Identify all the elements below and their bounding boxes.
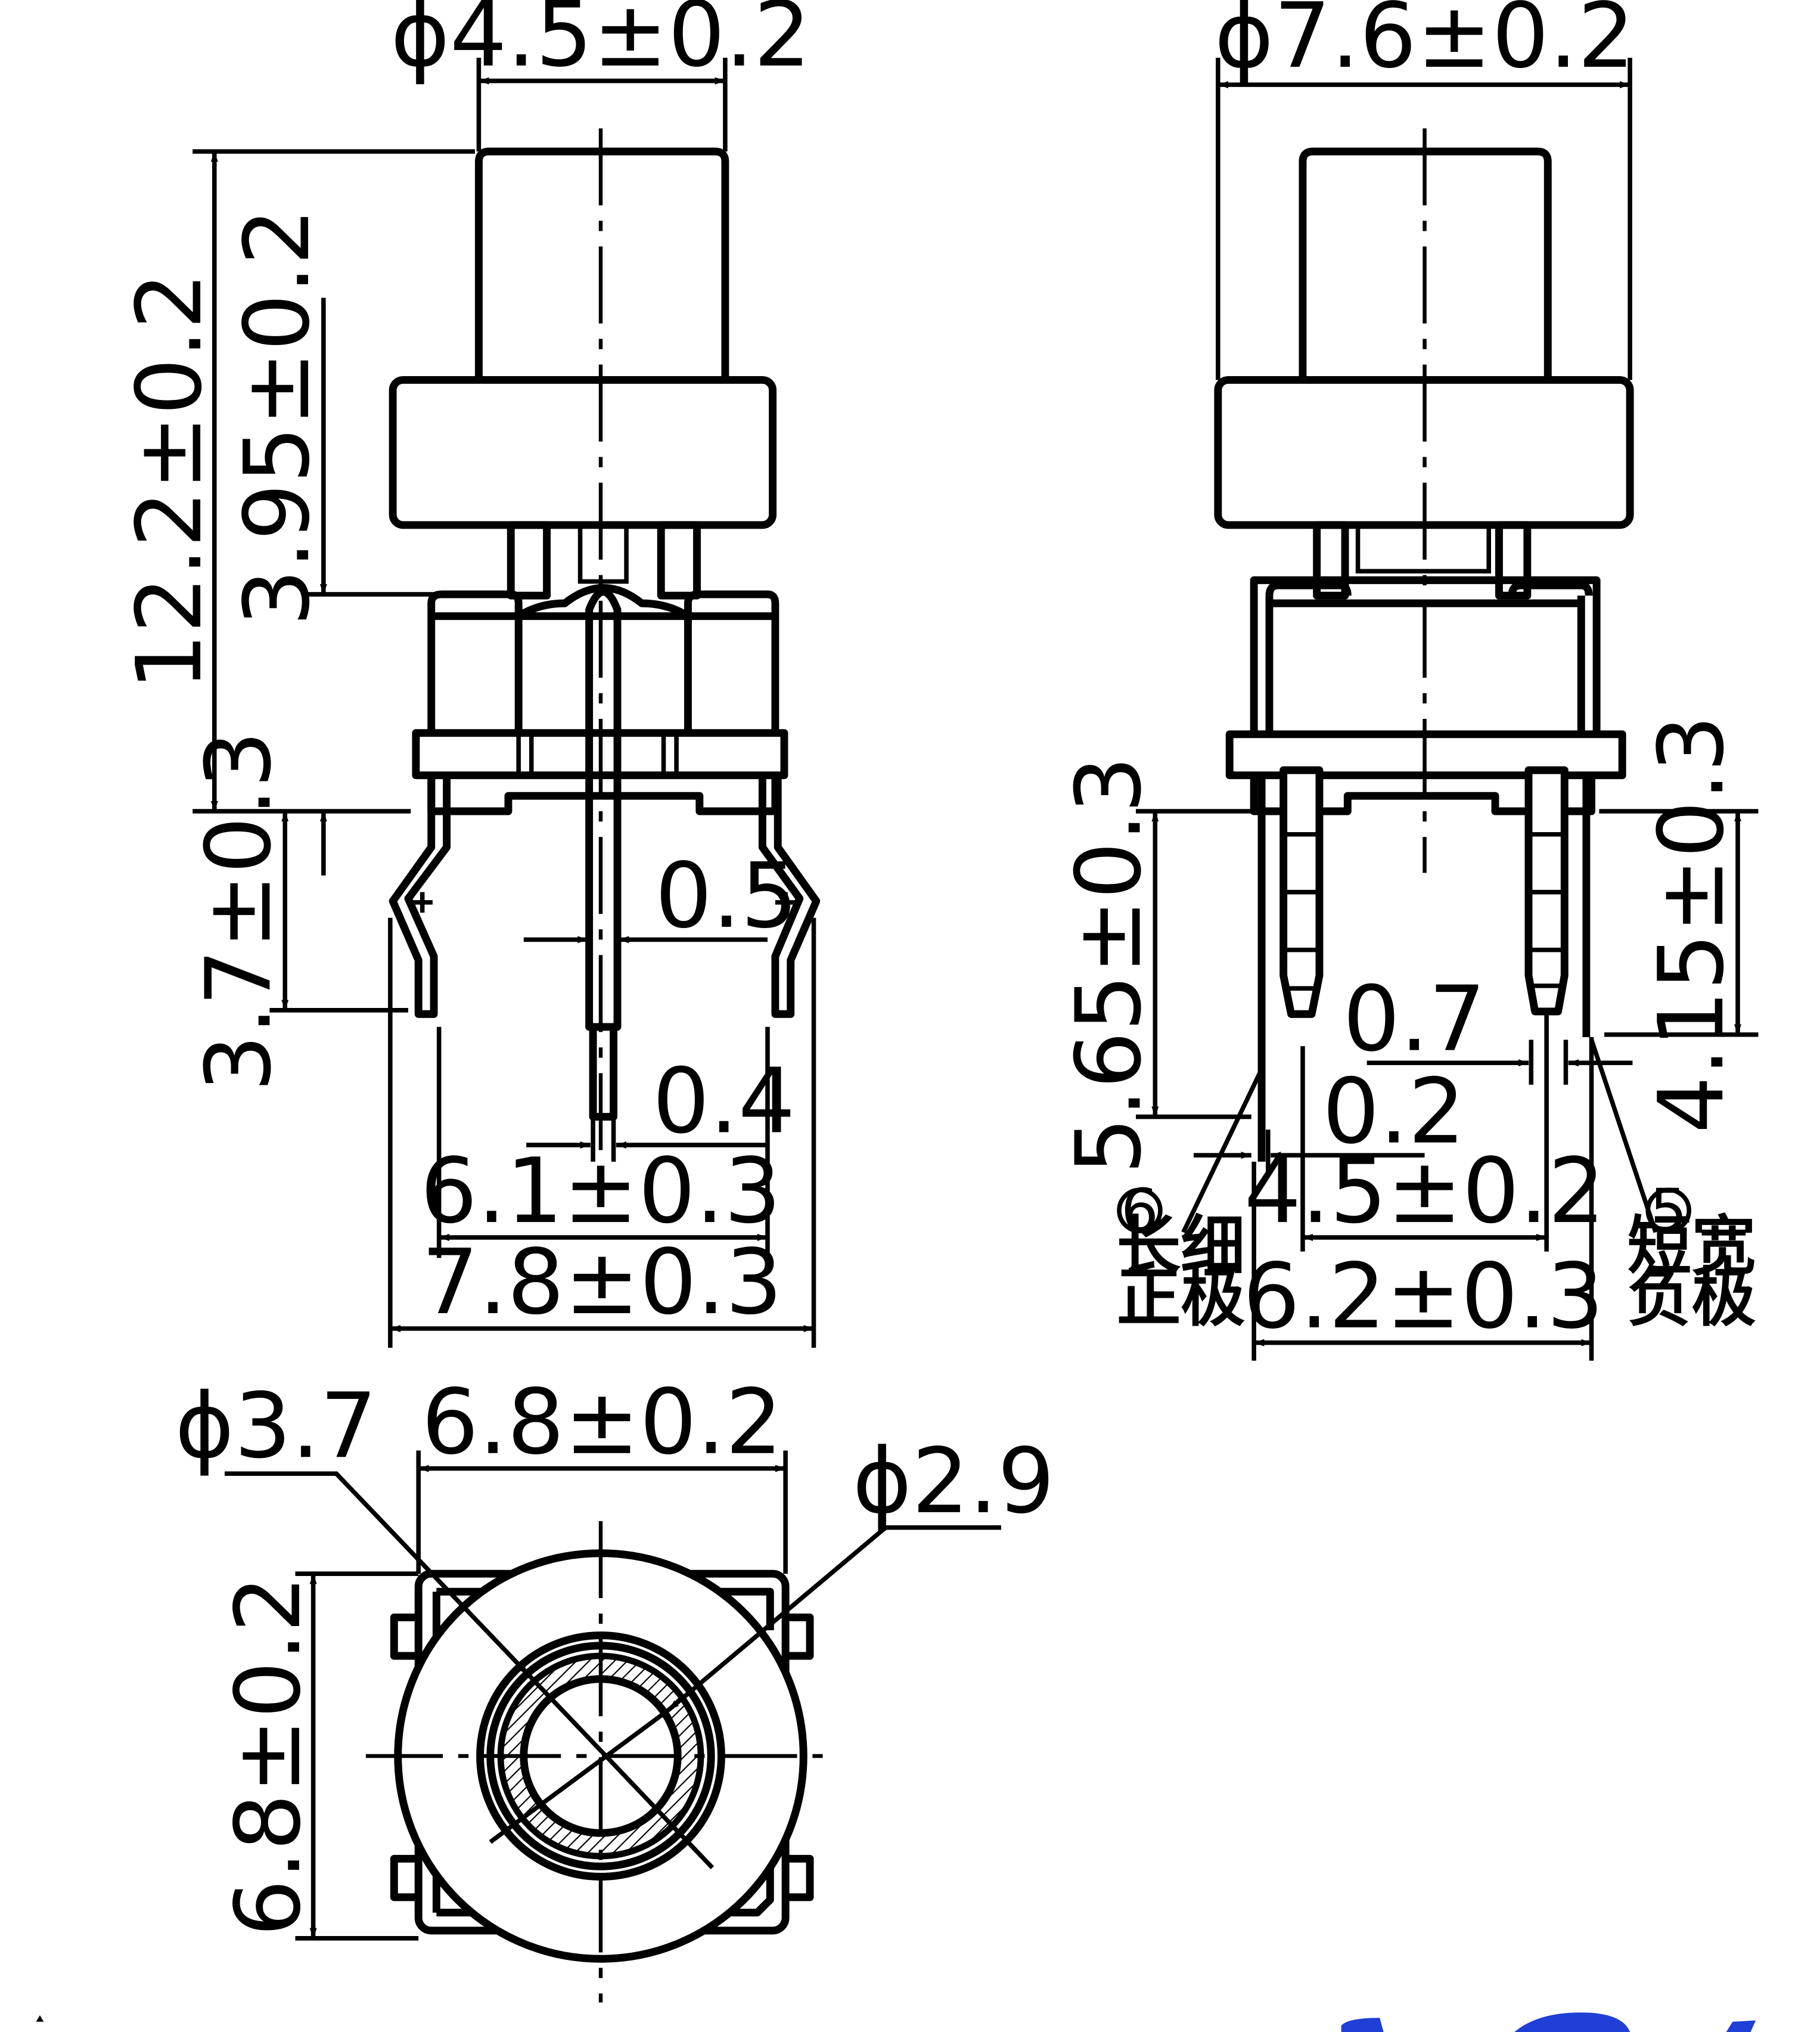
front-cross-left xyxy=(412,892,433,913)
side-stem xyxy=(1313,521,1532,600)
front-pin-length-label: 3.7±0.3 xyxy=(186,731,291,1092)
top-inner-circle-label: ϕ2.9 xyxy=(853,1429,1055,1534)
front-center-pin-tip xyxy=(589,1026,618,1121)
front-right-pin xyxy=(758,778,821,1018)
pin5-leader xyxy=(1589,1039,1658,1233)
top-body-width-label: 6.8±0.2 xyxy=(421,1370,782,1475)
front-left-pin xyxy=(389,778,451,1018)
pin6-note-line1: 长细 xyxy=(1117,1209,1245,1284)
front-stem xyxy=(507,521,701,600)
side-wide-pin-width-label: 0.7 xyxy=(1343,967,1486,1072)
front-pin-spacing-label: 6.1±0.3 xyxy=(420,1138,781,1243)
side-view: ϕ7.6±0.2 5.65±0.3 4.15±0.3 0.7 0.2 4.5±0… xyxy=(1056,0,1759,1361)
front-center-pin-tip-label: 0.4 xyxy=(653,1048,796,1153)
top-terminal-br xyxy=(785,1854,814,1901)
pin5-note-line1: 短宽 xyxy=(1628,1209,1756,1284)
front-collar xyxy=(389,376,777,529)
pin6-leader xyxy=(1181,1071,1263,1233)
side-pin-spacing-label: 4.5±0.2 xyxy=(1244,1138,1605,1243)
top-terminal-tr xyxy=(785,1613,814,1660)
top-outer-circle-label: ϕ3.7 xyxy=(175,1373,377,1478)
pin6-circle-icon xyxy=(1117,1187,1163,1233)
pin6-note-line2: 正极 xyxy=(1117,1261,1246,1335)
front-cap-diameter-label: ϕ4.5±0.2 xyxy=(390,0,810,87)
front-body-width-label: 7.8±0.3 xyxy=(421,1230,782,1335)
front-cross-right xyxy=(775,892,796,913)
inner-diameter-leader xyxy=(667,1525,1001,1712)
pin5-number: 5 xyxy=(1650,1177,1687,1245)
front-extensions xyxy=(192,57,816,1348)
front-center-pin xyxy=(585,588,622,1031)
front-total-height-label: 12.2±0.2 xyxy=(117,272,222,691)
side-short-pin-length-label: 4.15±0.3 xyxy=(1639,715,1744,1134)
brand-logo-fragment xyxy=(36,2012,1756,2032)
top-view: ϕ3.7 6.8±0.2 ϕ2.9 6.8±0.2 xyxy=(175,1370,1055,2003)
top-terminal-tl xyxy=(390,1613,419,1660)
side-long-pin-length-label: 5.65±0.3 xyxy=(1056,756,1161,1175)
front-view: ϕ4.5±0.2 12.2±0.2 3.95±0.2 3.7±0.3 0.5 0… xyxy=(117,0,821,1348)
pin5-circle-icon xyxy=(1645,1187,1691,1233)
corner-mark xyxy=(36,2015,44,2022)
outer-diameter-leader xyxy=(225,1471,531,1677)
front-cap-height-label: 3.95±0.2 xyxy=(225,208,330,626)
side-extensions xyxy=(1136,57,1759,1361)
side-body-width-label: 6.2±0.3 xyxy=(1243,1244,1604,1349)
pin5-note-line2: 负极 xyxy=(1628,1261,1756,1335)
side-body-diameter-label: ϕ7.6±0.2 xyxy=(1215,0,1635,88)
front-center-pin-width-label: 0.5 xyxy=(655,843,798,948)
top-terminal-bl xyxy=(390,1854,419,1901)
pin6-number: 6 xyxy=(1121,1177,1159,1245)
top-body-height-label: 6.8±0.2 xyxy=(216,1575,321,1937)
side-narrow-pin-width-label: 0.2 xyxy=(1322,1059,1465,1164)
